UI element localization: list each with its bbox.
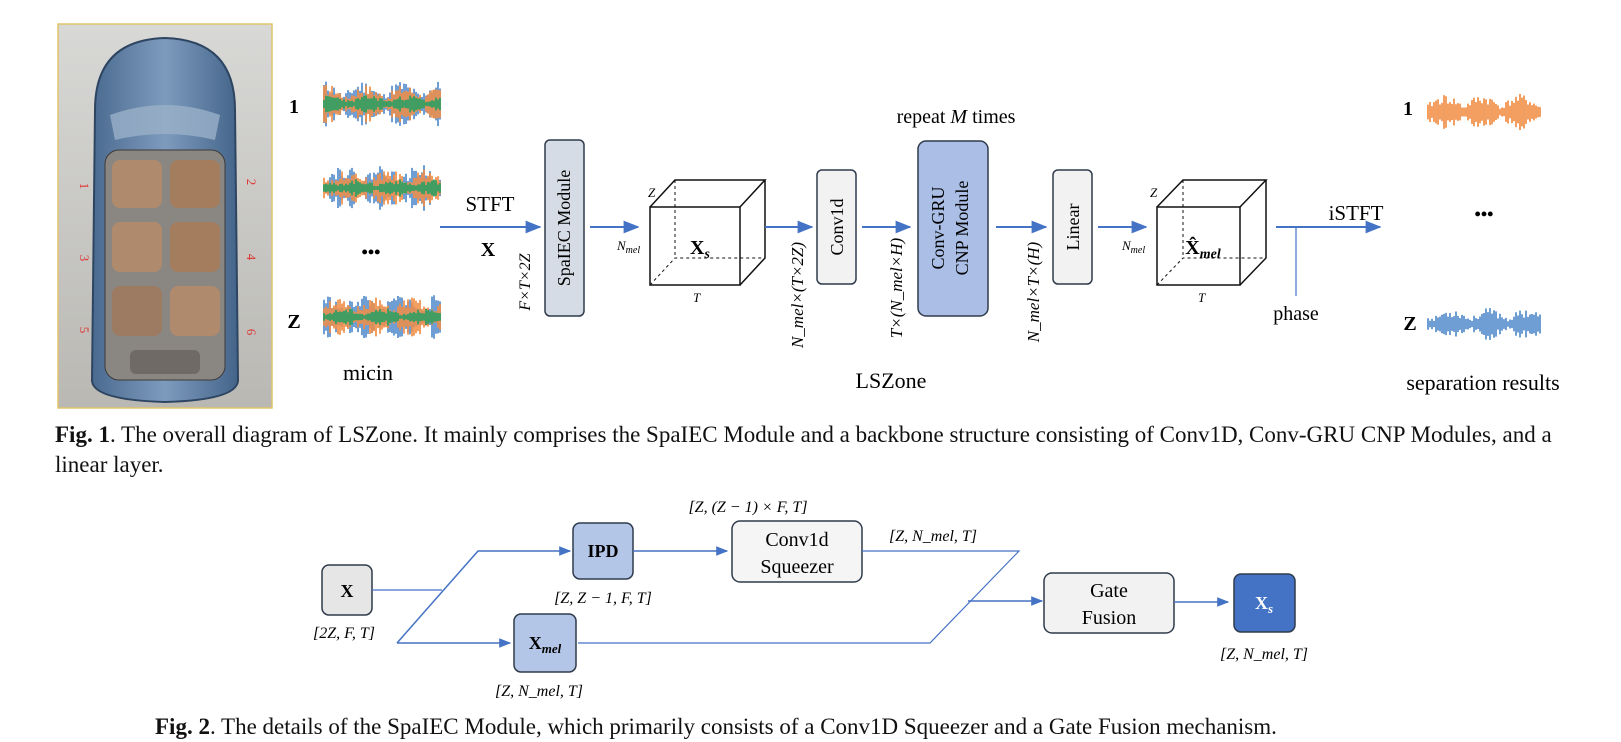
- fig2-xs-box: [1233, 573, 1296, 633]
- shape-after-convgru: T×(N_mel×H): [887, 237, 906, 338]
- seat-number-4: 4: [244, 254, 259, 261]
- stft-label: STFT: [465, 192, 514, 216]
- output-wave-1: [1427, 94, 1541, 130]
- fig2-xmel-label: Xmel: [529, 633, 562, 656]
- convgru-label-line2: CNP Module: [952, 181, 972, 276]
- fig1-caption-text: . The overall diagram of LSZone. It main…: [55, 422, 1552, 477]
- output-label-first: 1: [1403, 98, 1413, 120]
- fig2-x-label: X: [341, 581, 354, 601]
- xmel-hat-n-axis: Nmel: [1121, 238, 1145, 256]
- seat-number-3: 3: [77, 255, 92, 262]
- fig2-ipd-out-shape: [Z, (Z − 1) × F, T]: [688, 499, 807, 516]
- seat-number-2: 2: [244, 179, 259, 186]
- conv1d-label: Conv1d: [827, 198, 847, 255]
- fig2-merge-lines: [578, 550, 1021, 644]
- separation-results-caption: separation results: [1406, 370, 1559, 395]
- mic-wave-green: [323, 179, 441, 197]
- repeat-label: repeat M times: [897, 106, 1016, 128]
- seat-number-6: 6: [244, 329, 259, 336]
- fig2-gate-fusion-box: [1043, 572, 1175, 634]
- shape-after-xs: N_mel×(T×2Z): [788, 242, 807, 349]
- seat-number-5: 5: [77, 327, 92, 334]
- xs-z-axis: Z: [648, 185, 656, 200]
- fig2-to-ipd-arrow: [396, 546, 572, 644]
- phase-label: phase: [1273, 303, 1319, 325]
- output-wave-z: [1427, 308, 1541, 340]
- xs-n-axis: Nmel: [616, 238, 640, 256]
- separation-waveforms: [1427, 94, 1541, 340]
- mic-waveforms: [323, 81, 441, 339]
- xs-cube: [649, 179, 767, 286]
- seat-number-1: 1: [77, 183, 92, 190]
- fig2-ipd-shape: [Z, Z − 1, F, T]: [554, 590, 652, 607]
- fig2-caption: Fig. 2. The details of the SpaIEC Module…: [155, 712, 1555, 742]
- xmel-hat-t-axis: T: [1198, 290, 1206, 305]
- fig2-xs-label: Xs: [1255, 593, 1273, 616]
- fig2-squeezer-line1: Conv1d: [765, 529, 828, 551]
- mic-wave-green: [323, 95, 441, 113]
- output-dots: •••: [1475, 204, 1494, 224]
- xmel-hat-symbol: X̂mel: [1185, 235, 1221, 262]
- mic-wave-green: [323, 308, 441, 326]
- fig2-xmel-box: [513, 613, 577, 673]
- xmel-hat-cube: [1156, 179, 1268, 286]
- spaiec-module-label: SpaIEC Module: [554, 170, 574, 287]
- mic-dots: •••: [362, 242, 381, 262]
- xs-t-axis: T: [693, 290, 701, 305]
- linear-box: [1052, 169, 1093, 285]
- spaiec-module-box: [544, 139, 585, 317]
- car-topview-image: [57, 23, 273, 409]
- fig2-xs-shape: [Z, N_mel, T]: [1220, 646, 1308, 663]
- mic-label-first: 1: [289, 96, 299, 118]
- mic-caption: micin: [343, 360, 393, 385]
- fig2-ipd-label: IPD: [588, 541, 619, 561]
- linear-label: Linear: [1063, 204, 1083, 251]
- output-label-last: Z: [1403, 313, 1416, 335]
- convgru-cnp-box: [917, 140, 989, 317]
- fig2-caption-text: . The details of the SpaIEC Module, whic…: [209, 714, 1277, 739]
- fig2-x-shape: [2Z, F, T]: [313, 625, 375, 642]
- convgru-label-line1: Conv-GRU: [928, 186, 948, 269]
- istft-label: iSTFT: [1329, 201, 1384, 225]
- lszone-caption: LSZone: [856, 368, 927, 393]
- xs-symbol: Xs: [690, 237, 710, 262]
- shape-after-stft: F×T×2Z: [517, 252, 534, 311]
- fig2-caption-label: Fig. 2: [155, 714, 210, 739]
- fig1-caption-label: Fig. 1: [55, 422, 110, 447]
- fig2-squeezer-out-shape: [Z, N_mel, T]: [889, 528, 977, 545]
- fig1-caption: Fig. 1. The overall diagram of LSZone. I…: [55, 420, 1575, 480]
- fig2-gate-fusion-line2: Fusion: [1082, 607, 1136, 629]
- xmel-hat-z-axis: Z: [1150, 185, 1158, 200]
- fig2-squeezer-line2: Squeezer: [760, 556, 834, 578]
- mic-label-last: Z: [287, 311, 300, 333]
- fig2-gate-fusion-line1: Gate: [1090, 580, 1128, 602]
- fig2-xmel-shape: [Z, N_mel, T]: [495, 683, 583, 700]
- conv1d-box: [816, 169, 857, 285]
- stft-input-symbol: X: [481, 239, 496, 261]
- shape-after-linear: N_mel×T×(H): [1024, 241, 1043, 343]
